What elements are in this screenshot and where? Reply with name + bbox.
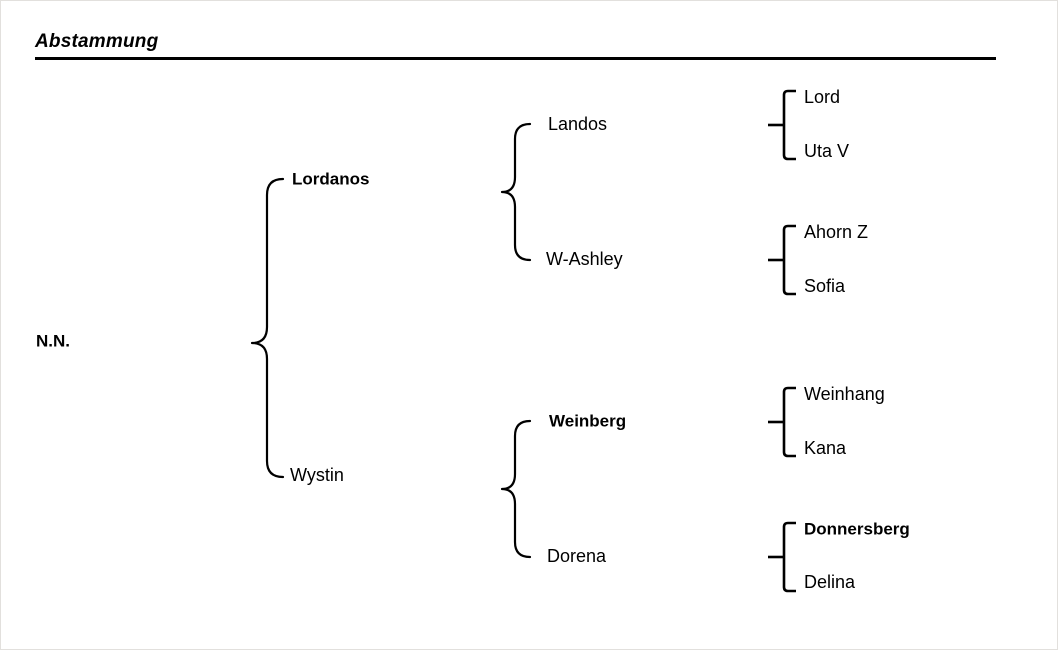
- brace-lordanos: [500, 122, 532, 262]
- node-label-w-ashley: W-Ashley: [546, 249, 623, 269]
- title-divider-rule: [35, 57, 996, 60]
- node-label-wystin: Wystin: [290, 465, 344, 485]
- brace-root-path: [250, 177, 285, 479]
- bracket-dorena-path: [782, 521, 796, 593]
- page-title: Abstammung: [35, 31, 159, 52]
- node-label-dorena: Dorena: [547, 546, 607, 566]
- bracket-dorena: [768, 521, 796, 593]
- brace-wystin-path: [500, 419, 532, 559]
- node-label-kana: Kana: [804, 438, 847, 458]
- node-label-weinhang: Weinhang: [804, 384, 885, 404]
- node-label-landos: Landos: [548, 114, 607, 134]
- node-label-root: N.N.: [36, 331, 70, 350]
- node-label-weinberg: Weinberg: [549, 411, 626, 430]
- brace-wystin: [500, 419, 532, 559]
- node-label-lord: Lord: [804, 87, 840, 107]
- brace-lordanos-path: [500, 122, 532, 262]
- bracket-landos-path: [782, 89, 796, 161]
- node-label-donnersberg: Donnersberg: [804, 519, 910, 538]
- node-label-uta-v: Uta V: [804, 141, 849, 161]
- node-label-delina: Delina: [804, 572, 856, 592]
- node-label-sofia: Sofia: [804, 276, 846, 296]
- brace-root: [250, 177, 285, 479]
- bracket-landos: [768, 89, 796, 161]
- node-label-ahorn-z: Ahorn Z: [804, 222, 868, 242]
- bracket-w-ashley: [768, 224, 796, 296]
- bracket-w-ashley-path: [782, 224, 796, 296]
- bracket-weinberg: [768, 386, 796, 458]
- node-label-lordanos: Lordanos: [292, 169, 369, 188]
- bracket-weinberg-path: [782, 386, 796, 458]
